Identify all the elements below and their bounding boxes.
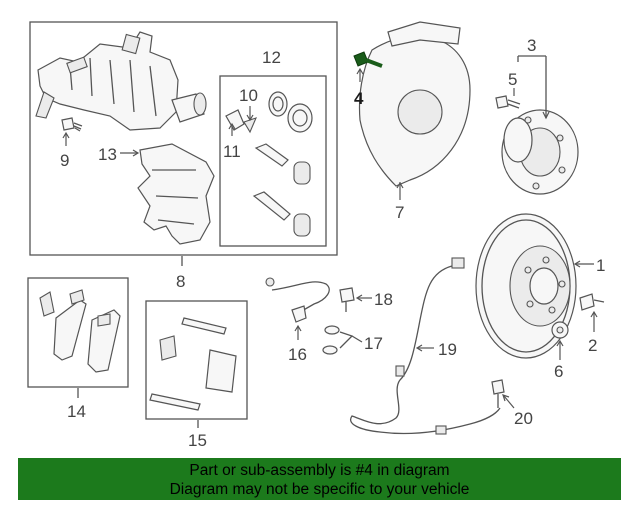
callout-8: 8 [176, 272, 185, 291]
callout-3: 3 [527, 36, 536, 55]
callout-12: 12 [262, 48, 281, 67]
footer-line-disclaimer: Diagram may not be specific to your vehi… [169, 481, 470, 498]
callout-9: 9 [60, 151, 69, 170]
callout-16: 16 [288, 345, 307, 364]
callout-19: 19 [438, 340, 457, 359]
caliper-body [35, 31, 179, 131]
hub-bolt-5 [495, 95, 521, 109]
clip-11 [225, 109, 257, 134]
wheel-hub [501, 109, 579, 195]
bolt-9 [61, 117, 83, 146]
footer-banner: Part or sub-assembly is #4 in diagram Di… [18, 458, 621, 500]
caliper-piston [171, 92, 207, 123]
bolt-20 [491, 379, 515, 409]
brake-pad-inner [53, 299, 87, 361]
hardware-kit-frame [219, 75, 327, 247]
callout-18: 18 [374, 290, 393, 309]
seal-rings-10 [268, 91, 313, 133]
bolt-4-highlighted [353, 51, 383, 82]
callout-5: 5 [508, 70, 517, 89]
brake-pads-group [27, 277, 129, 388]
washers-17 [322, 325, 363, 355]
bolt-2 [579, 293, 605, 332]
guide-pins [252, 143, 311, 237]
callout-17: 17 [364, 334, 383, 353]
caliper-assembly-group [29, 21, 338, 256]
caliper-bracket [137, 143, 215, 245]
footer-line-part: Part or sub-assembly is #4 in diagram [189, 462, 450, 479]
caliper-assembly-frame [29, 21, 338, 256]
pad-hardware-group [145, 300, 248, 420]
brake-pad-outer [87, 309, 121, 373]
callout-13: 13 [98, 145, 117, 164]
brake-rotor [475, 213, 577, 359]
callout-4: 4 [354, 89, 364, 108]
nut-6 [551, 321, 569, 360]
callout-6: 6 [554, 362, 563, 381]
callout-14: 14 [67, 402, 86, 421]
callout-1: 1 [596, 256, 605, 275]
callout-15: 15 [188, 431, 207, 450]
callout-20: 20 [514, 409, 533, 428]
pad-hardware-frame [145, 300, 248, 420]
callout-7: 7 [395, 203, 404, 222]
bolt-18 [339, 287, 372, 312]
callout-3-bracket [517, 55, 547, 118]
callout-2: 2 [588, 336, 597, 355]
brake-pads-frame [27, 277, 129, 388]
splash-shield [358, 21, 471, 200]
abs-sensor-wire [350, 257, 501, 435]
callout-10: 10 [239, 86, 258, 105]
callout-11: 11 [223, 142, 241, 161]
brake-hose [265, 277, 330, 340]
